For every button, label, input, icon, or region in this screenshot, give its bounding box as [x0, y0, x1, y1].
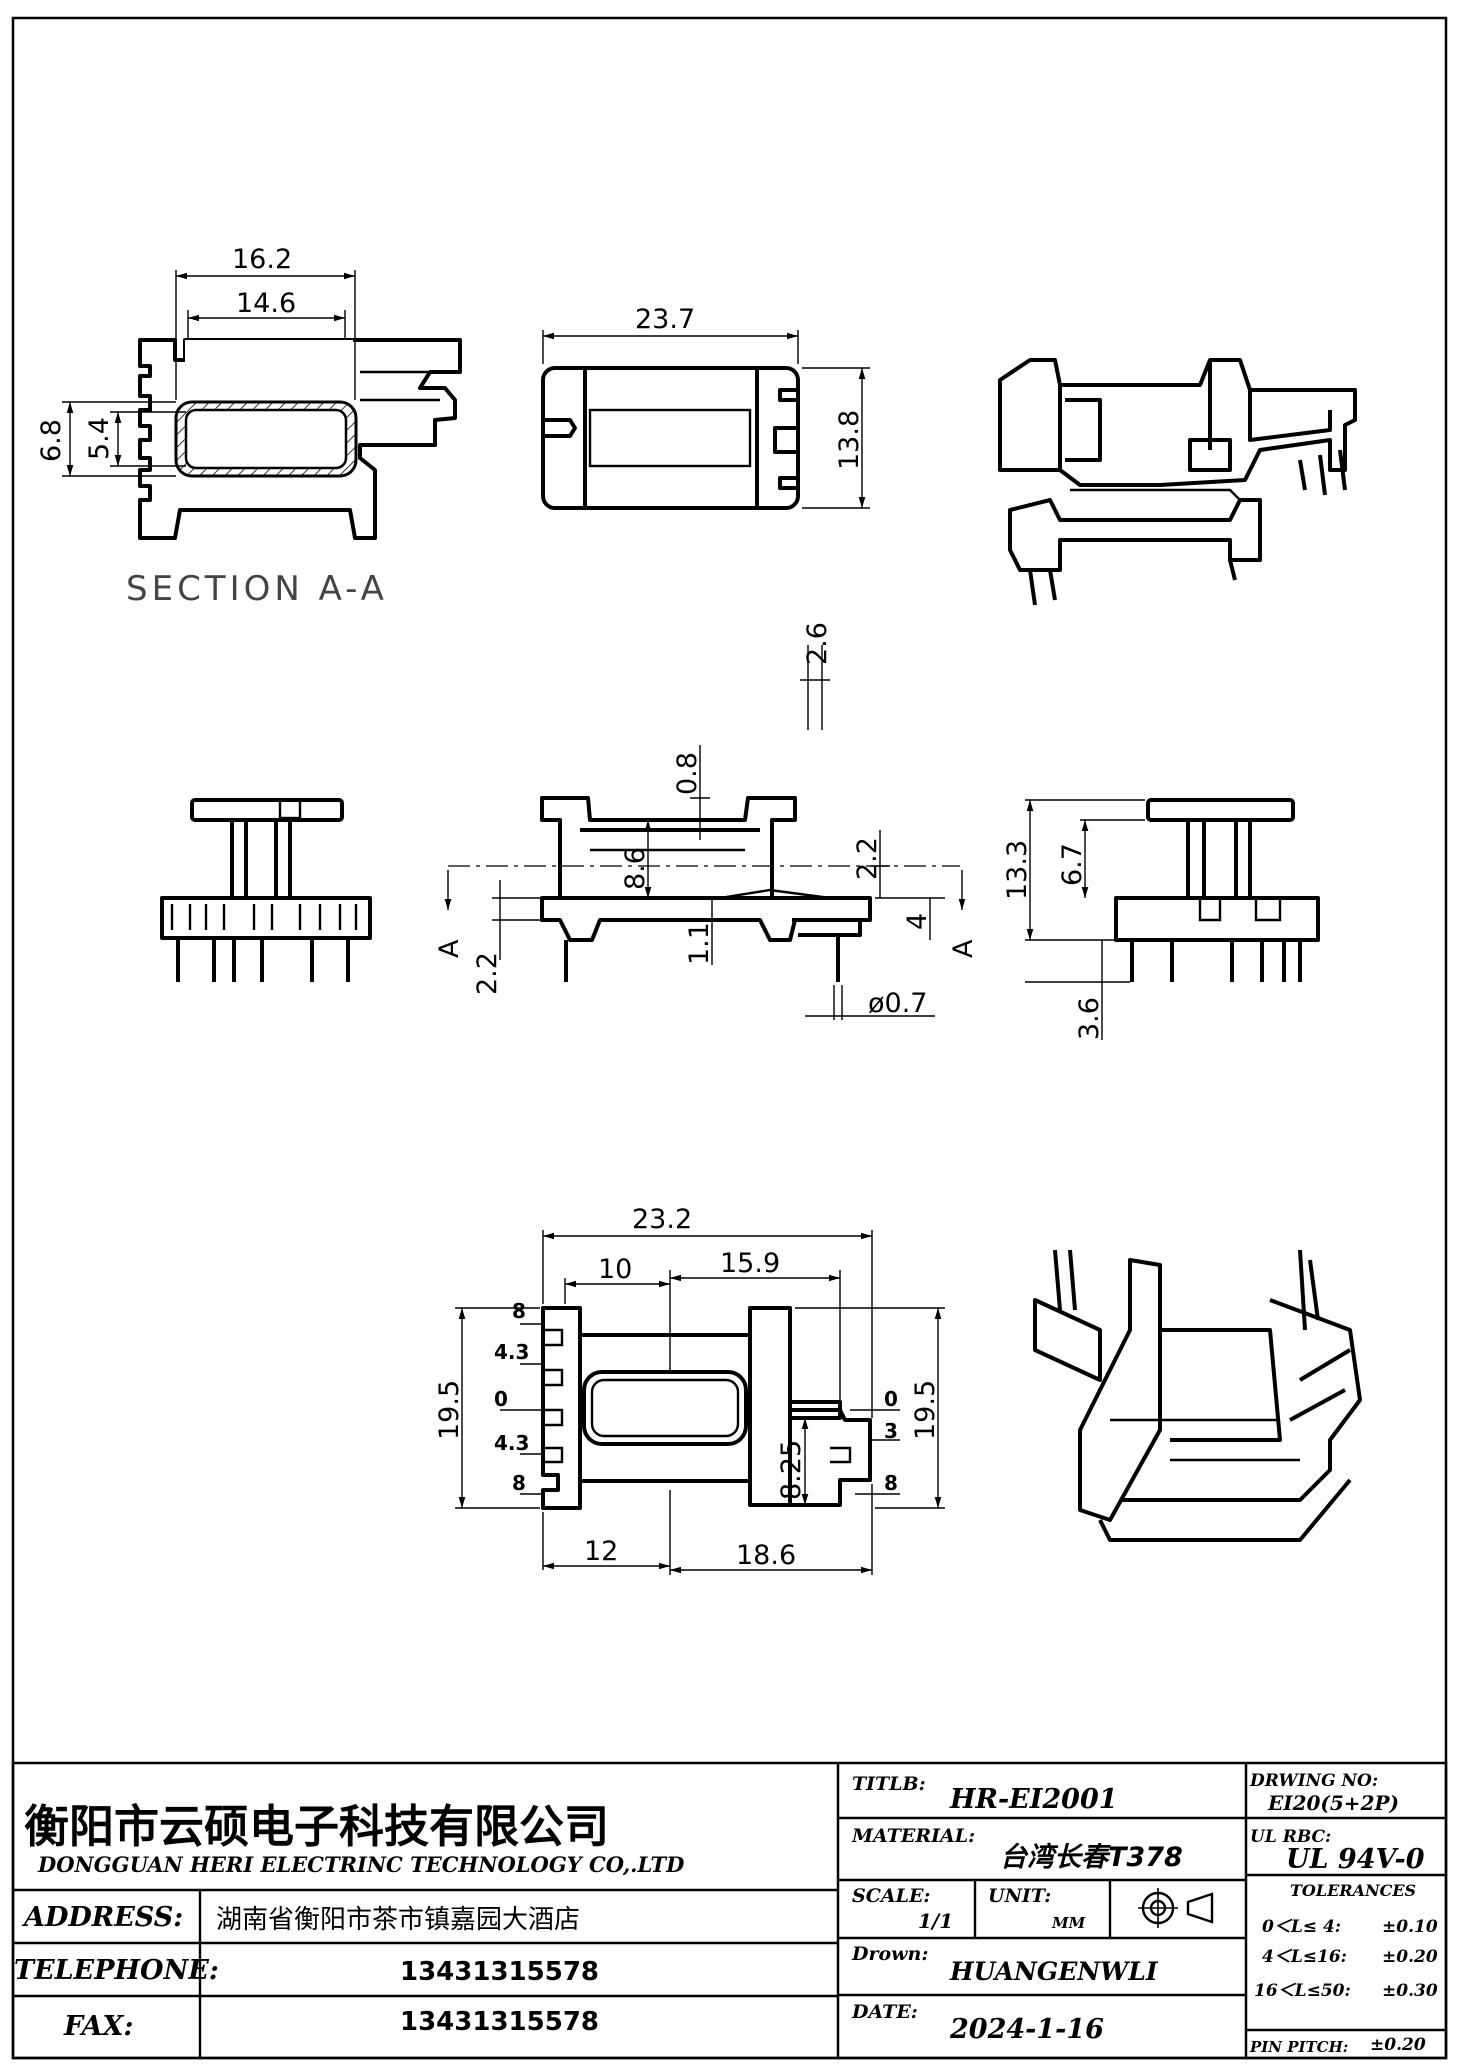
tolerance-value-1: ±0.10 [1382, 1917, 1438, 1937]
tolerance-range-2: 4＜L≤16: [1262, 1947, 1347, 1967]
date-value: 2024-1-16 [949, 2014, 1104, 2045]
top-dim-length: 23.7 [635, 304, 695, 335]
bottom-dim-overall: 23.2 [632, 1204, 692, 1235]
title-label: TITLB: [852, 1773, 926, 1795]
side-dim-6-7: 6.7 [1057, 843, 1088, 886]
pin-offset-left-5: 8 [512, 1471, 526, 1495]
section-dim-height-inner: 5.4 [84, 417, 115, 460]
front-dim-2-6: 2.6 [802, 622, 833, 665]
section-view: 16.2 14.6 6.8 5.4 SECTION A-A [36, 244, 462, 609]
pin-offsets-left: 8 4.3 0 4.3 8 [494, 1299, 529, 1495]
front-dim-pin-diameter: ø0.7 [868, 988, 927, 1019]
pin-offset-left-2: 4.3 [494, 1340, 529, 1364]
front-view: A A 0.8 8.6 2.2 4 2.2 1.1 ø0.7 [434, 745, 979, 1020]
front-dim-2-2-left: 2.2 [472, 952, 503, 995]
pin-offset-right-1: 0 [884, 1387, 898, 1411]
pin-pitch-value: ±0.20 [1370, 2035, 1426, 2055]
ul-value: UL 94V-0 [1286, 1844, 1425, 1875]
tolerance-range-1: 0＜L≤ 4: [1262, 1917, 1341, 1937]
top-view: 23.7 13.8 [541, 304, 870, 510]
pin-offsets-right: 0 3 8 [884, 1387, 898, 1495]
side-view: 13.3 6.7 3.6 [1002, 798, 1320, 1040]
tolerance-range-3: 16＜L≤50: [1254, 1981, 1351, 2001]
front-dim-0-8: 0.8 [672, 752, 703, 795]
pin-pitch-label: PIN PITCH: [1249, 2038, 1348, 2056]
pin-offset-left-1: 8 [512, 1299, 526, 1323]
section-dim-width-outer: 16.2 [232, 244, 292, 275]
side-dim-13-3: 13.3 [1002, 840, 1033, 900]
tolerances-label: TOLERANCES [1290, 1881, 1416, 1900]
bottom-dim-bottom-left: 12 [584, 1536, 618, 1567]
section-label: SECTION A-A [126, 569, 388, 609]
fax-value: 13431315578 [400, 2007, 599, 2037]
drawing-no-label: DRWING NO: [1249, 1771, 1378, 1791]
scale-value: 1/1 [918, 1909, 953, 1933]
tolerance-value-2: ±0.20 [1382, 1947, 1438, 1967]
iso-view-bottom [1033, 1249, 1362, 1542]
dim-2-6: 2.6 [800, 622, 833, 730]
front-dim-2-2-top: 2.2 [852, 837, 883, 880]
bottom-dim-right-part: 15.9 [720, 1248, 780, 1279]
drawn-value: HUANGENWLI [949, 1957, 1159, 1986]
pin-offset-left-3: 0 [494, 1387, 508, 1411]
bottom-dim-bottom-right: 18.6 [736, 1540, 796, 1571]
pin-offset-right-3: 8 [884, 1471, 898, 1495]
bottom-dim-inner: 8.25 [776, 1440, 807, 1500]
pin-offset-left-4: 4.3 [494, 1431, 529, 1455]
company-name-en: DONGGUAN HERI ELECTRINC TECHNOLOGY CO,.L… [37, 1852, 685, 1877]
section-dim-width-inner: 14.6 [236, 288, 296, 319]
address-label: ADDRESS: [21, 1902, 183, 1933]
company-name-cn: 衡阳市云硕电子科技有限公司 [24, 1800, 609, 1853]
address-value: 湖南省衡阳市茶市镇嘉园大酒店 [216, 1905, 580, 1935]
date-label: DATE: [851, 2001, 918, 2023]
ul-label: UL RBC: [1250, 1827, 1331, 1847]
title-block: 衡阳市云硕电子科技有限公司 DONGGUAN HERI ELECTRINC TE… [11, 1761, 1448, 2060]
pin-offset-right-2: 3 [884, 1419, 898, 1443]
drawn-label: Drown: [851, 1943, 928, 1965]
material-label: MATERIAL: [851, 1825, 975, 1847]
front-dim-8-6: 8.6 [620, 847, 651, 890]
bottom-view: 23.2 10 15.9 19.5 19.5 12 18.6 8.25 8 4.… [434, 1204, 945, 1575]
section-marker-left: A [434, 939, 465, 958]
telephone-value: 13431315578 [400, 1957, 599, 1987]
drawing-no-value: EI20(5+2P) [1267, 1791, 1399, 1815]
left-end-view [160, 798, 372, 982]
section-marker-right: A [948, 939, 979, 958]
tolerance-value-3: ±0.30 [1382, 1981, 1438, 2001]
fax-label: FAX: [63, 2011, 133, 2042]
iso-view-top [998, 358, 1357, 606]
front-dim-1-1: 1.1 [684, 922, 715, 965]
title-value: HR-EI2001 [949, 1784, 1118, 1815]
bottom-dim-left-part: 10 [598, 1254, 632, 1285]
bottom-dim-height-left: 19.5 [434, 1380, 465, 1440]
bottom-dim-height-right: 19.5 [910, 1380, 941, 1440]
section-dim-height-outer: 6.8 [36, 419, 67, 462]
side-dim-3-6: 3.6 [1074, 997, 1105, 1040]
sheet-border [11, 16, 1448, 2060]
telephone-label: TELEPHONE: [14, 1955, 219, 1986]
projection-symbol-icon [1138, 1888, 1214, 1928]
front-dim-4: 4 [902, 913, 933, 930]
material-value: 台湾长春T378 [1000, 1842, 1183, 1873]
unit-value: MM [1051, 1914, 1086, 1932]
unit-label: UNIT: [988, 1885, 1051, 1907]
top-dim-height: 13.8 [834, 410, 865, 470]
scale-label: SCALE: [852, 1885, 930, 1907]
